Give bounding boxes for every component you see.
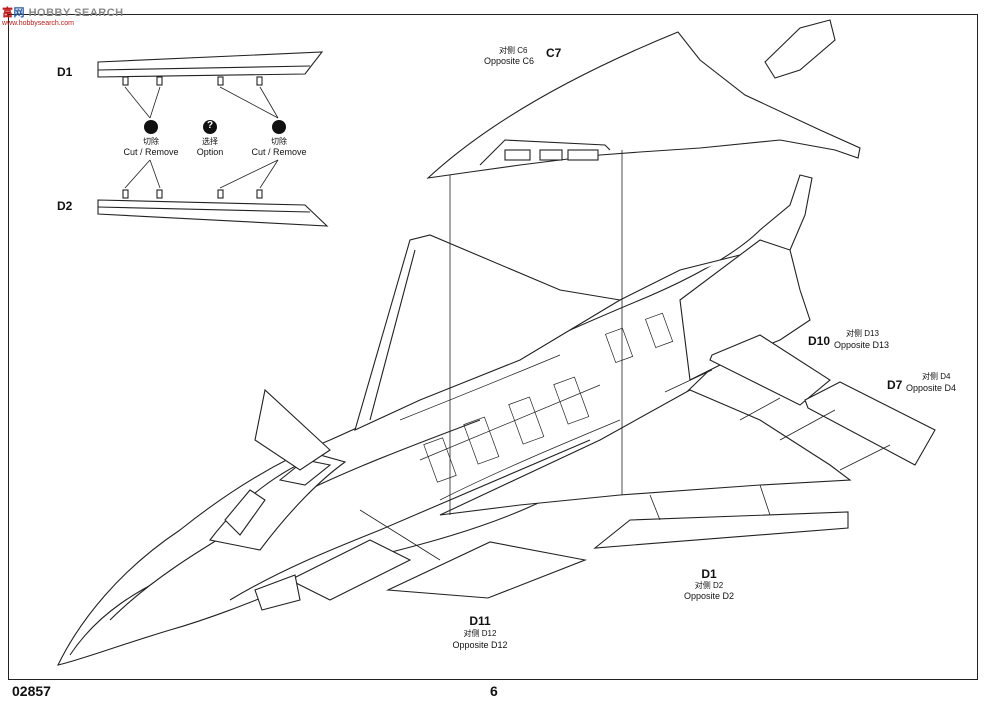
- part-d1-bottom: [593, 511, 849, 549]
- label-d7-cn: 对侧 D4: [922, 372, 951, 381]
- legend-cut-cn-right: 切除: [271, 137, 287, 146]
- question-icon: [203, 120, 217, 134]
- legend-cut-cn-left: 切除: [143, 137, 159, 146]
- canopy: [209, 454, 347, 551]
- lower-wing-skin: [439, 389, 852, 516]
- right-wing: [619, 239, 811, 381]
- part-d11: [385, 541, 587, 599]
- wing-c7: [426, 31, 861, 179]
- label-d11-cn: 对侧 D12: [463, 629, 497, 638]
- label-d7-opposite: Opposite D4: [906, 383, 957, 393]
- label-d7: D7: [887, 378, 903, 392]
- intake: [254, 539, 412, 611]
- label-d1-top: D1: [57, 65, 73, 79]
- label-d2-top: D2: [57, 199, 73, 213]
- scissors-icon: [144, 120, 158, 134]
- label-d10: D10: [808, 334, 831, 348]
- legend-leaders: [124, 86, 279, 189]
- left-wing: [354, 234, 622, 432]
- label-d1-bottom-cn: 对侧 D2: [694, 581, 724, 590]
- legend-option-cn: 选择: [202, 137, 218, 146]
- part-d1-detail: [97, 51, 324, 86]
- part-d2-detail: [97, 189, 329, 227]
- page-border: [8, 14, 978, 680]
- label-d10-cn: 对侧 D13: [846, 329, 879, 338]
- legend-option: Option: [196, 147, 224, 157]
- page-number: 6: [490, 683, 498, 699]
- flap-d7: [804, 381, 936, 466]
- kit-number: 02857: [12, 683, 51, 699]
- label-d1-bottom-opposite: Opposite D2: [683, 591, 735, 601]
- panel-lines: [399, 312, 674, 501]
- legend-cut-left: Cut / Remove: [123, 147, 179, 157]
- legend-cut-right: Cut / Remove: [251, 147, 307, 157]
- rudder-part: [764, 19, 836, 79]
- watermark-logo: 富网 HOBBY SEARCH www.hobbysearch.com: [2, 7, 124, 27]
- label-c7-opposite: Opposite C6: [484, 56, 535, 66]
- label-d10-opposite: Opposite D13: [834, 340, 890, 350]
- flap-d10: [709, 334, 831, 406]
- label-d11: D11: [469, 614, 491, 628]
- label-c7-cn: 对侧 C6: [499, 46, 528, 55]
- vertical-tail-left: [254, 388, 331, 471]
- label-c7: C7: [546, 46, 562, 60]
- scissors-icon: [272, 120, 286, 134]
- label-d1-bottom: D1: [701, 567, 717, 581]
- question-mark: ?: [207, 120, 214, 131]
- label-d11-opposite: Opposite D12: [452, 640, 508, 650]
